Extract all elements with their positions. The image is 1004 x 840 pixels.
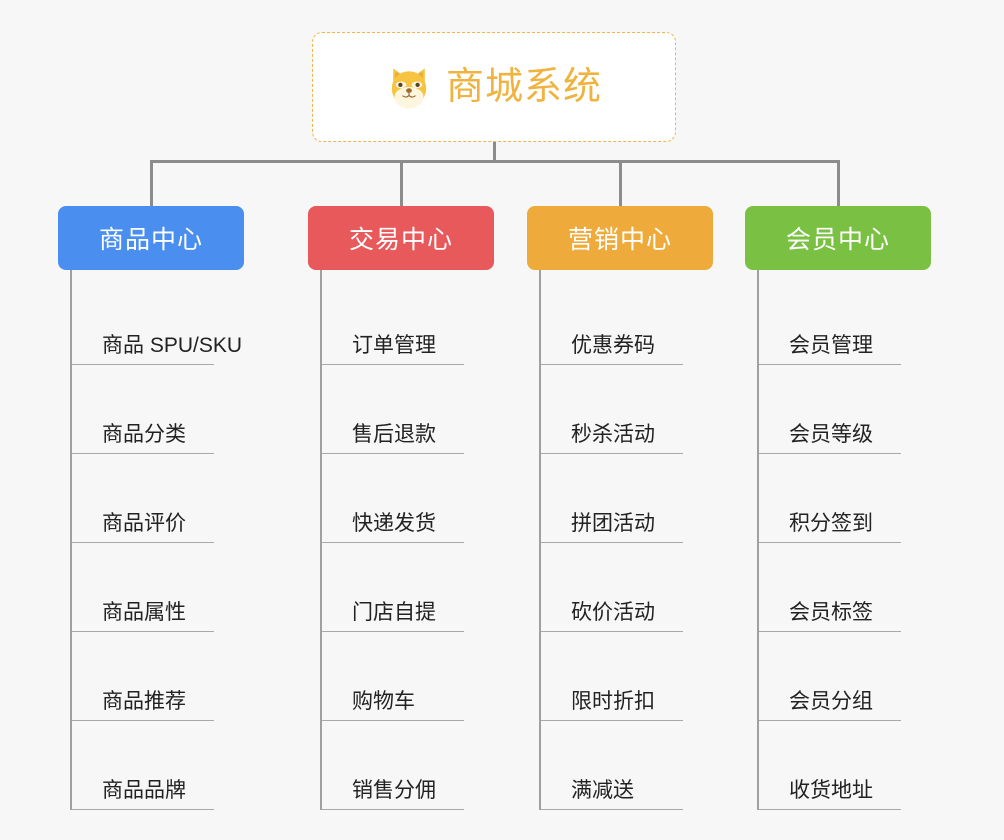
leaf-label: 门店自提 [352,600,436,624]
category-label-2: 交易中心 [348,226,453,254]
leaf-underline [322,364,464,365]
leaf-list-1: 商品 SPU/SKU 商品分类 商品评价 商品属性 商品推荐 商品品牌 [70,270,244,810]
shiba-dog-icon [391,68,427,109]
connector-drop-4 [837,160,840,206]
leaf-underline [541,720,683,721]
leaf-underline [322,809,464,810]
leaf-label: 售后退款 [352,422,436,446]
leaf-underline [322,631,464,632]
leaf-underline [72,542,214,543]
leaf-label: 砍价活动 [571,600,655,624]
leaf-label: 商品品牌 [102,778,186,802]
list-item[interactable]: 会员管理 [759,276,931,365]
leaf-label: 商品属性 [102,600,186,624]
list-item[interactable]: 拼团活动 [541,454,713,543]
list-item[interactable]: 商品属性 [72,543,244,632]
leaf-list-4: 会员管理 会员等级 积分签到 会员标签 会员分组 收货地址 [757,270,931,810]
leaf-label: 秒杀活动 [571,422,655,446]
leaf-list-2: 订单管理 售后退款 快递发货 门店自提 购物车 销售分佣 [320,270,494,810]
list-item[interactable]: 商品品牌 [72,721,244,810]
list-item[interactable]: 销售分佣 [322,721,494,810]
leaf-underline [759,542,901,543]
leaf-label: 会员标签 [789,600,873,624]
list-item[interactable]: 会员标签 [759,543,931,632]
connector-root-stem [493,142,496,162]
connector-bus [150,160,840,163]
leaf-underline [759,809,901,810]
list-item[interactable]: 满减送 [541,721,713,810]
connector-drop-3 [619,160,622,206]
leaf-label: 满减送 [571,778,634,802]
leaf-underline [72,364,214,365]
leaf-underline [322,542,464,543]
category-header-1[interactable]: 商品中心 [58,206,244,270]
leaf-label: 拼团活动 [571,511,655,535]
leaf-label: 限时折扣 [571,689,655,713]
list-item[interactable]: 商品分类 [72,365,244,454]
leaf-underline [541,453,683,454]
leaf-underline [541,364,683,365]
leaf-label: 商品推荐 [102,689,186,713]
leaf-underline [72,631,214,632]
category-label-1: 商品中心 [98,226,203,254]
list-item[interactable]: 商品 SPU/SKU [72,276,244,365]
list-item[interactable]: 限时折扣 [541,632,713,721]
list-item[interactable]: 购物车 [322,632,494,721]
list-item[interactable]: 积分签到 [759,454,931,543]
leaf-underline [72,453,214,454]
category-column-交易中心: 交易中心 订单管理 售后退款 快递发货 门店自提 购物车 销售分佣 [308,206,494,810]
leaf-label: 会员分组 [789,689,873,713]
category-header-3[interactable]: 营销中心 [527,206,713,270]
list-item[interactable]: 会员分组 [759,632,931,721]
leaf-label: 快递发货 [352,511,436,535]
leaf-label: 商品评价 [102,511,186,535]
list-item[interactable]: 订单管理 [322,276,494,365]
list-item[interactable]: 砍价活动 [541,543,713,632]
leaf-underline [541,542,683,543]
leaf-label: 销售分佣 [352,778,436,802]
leaf-underline [759,631,901,632]
leaf-label: 订单管理 [352,333,436,357]
list-item[interactable]: 收货地址 [759,721,931,810]
root-title: 商城系统 [445,66,602,108]
leaf-label: 商品分类 [102,422,186,446]
root-node[interactable]: 商城系统 [312,32,676,142]
category-label-4: 会员中心 [785,226,890,254]
leaf-label: 会员管理 [789,333,873,357]
category-column-营销中心: 营销中心 优惠券码 秒杀活动 拼团活动 砍价活动 限时折扣 满减送 [527,206,713,810]
leaf-underline [759,453,901,454]
list-item[interactable]: 售后退款 [322,365,494,454]
leaf-underline [759,364,901,365]
leaf-label: 优惠券码 [571,333,655,357]
leaf-underline [322,453,464,454]
leaf-underline [322,720,464,721]
leaf-underline [72,720,214,721]
category-header-2[interactable]: 交易中心 [308,206,494,270]
leaf-label: 收货地址 [789,778,873,802]
category-column-商品中心: 商品中心 商品 SPU/SKU 商品分类 商品评价 商品属性 商品推荐 商品品牌 [58,206,244,810]
list-item[interactable]: 会员等级 [759,365,931,454]
list-item[interactable]: 秒杀活动 [541,365,713,454]
leaf-label: 积分签到 [789,511,873,535]
leaf-label: 会员等级 [789,422,873,446]
leaf-underline [72,809,214,810]
list-item[interactable]: 商品评价 [72,454,244,543]
category-header-4[interactable]: 会员中心 [745,206,931,270]
list-item[interactable]: 门店自提 [322,543,494,632]
list-item[interactable]: 优惠券码 [541,276,713,365]
leaf-label: 商品 SPU/SKU [102,333,243,357]
leaf-underline [759,720,901,721]
connector-drop-2 [400,160,403,206]
list-item[interactable]: 商品推荐 [72,632,244,721]
category-label-3: 营销中心 [567,226,672,254]
connector-drop-1 [150,160,153,206]
category-column-会员中心: 会员中心 会员管理 会员等级 积分签到 会员标签 会员分组 收货地址 [745,206,931,810]
leaf-underline [541,631,683,632]
leaf-underline [541,809,683,810]
list-item[interactable]: 快递发货 [322,454,494,543]
leaf-label: 购物车 [352,689,415,713]
leaf-list-3: 优惠券码 秒杀活动 拼团活动 砍价活动 限时折扣 满减送 [539,270,713,810]
